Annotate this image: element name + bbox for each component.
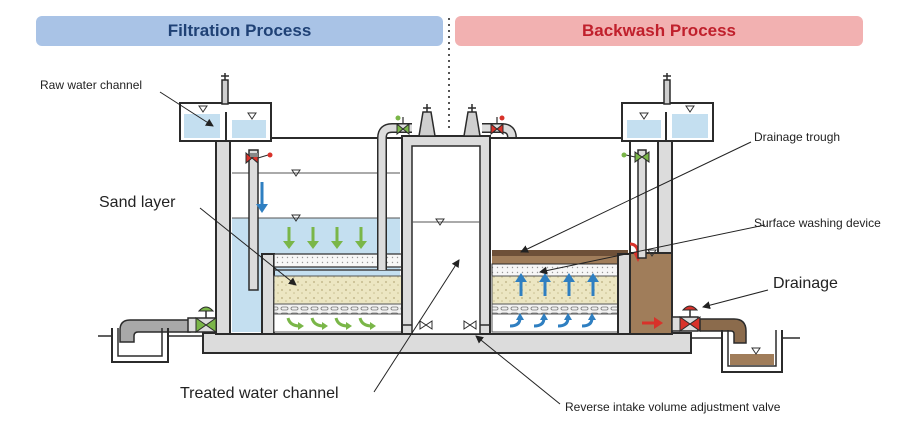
treated-water-channel-label: Treated water channel — [180, 385, 339, 402]
drainage-trough-label: Drainage trough — [754, 130, 841, 144]
filtration-process-banner: Filtration Process — [36, 16, 443, 46]
raw-water-channel-right — [621, 73, 714, 254]
inlet-pipe-outside-left — [119, 306, 217, 343]
pit-right — [690, 330, 800, 373]
raw-water-channel-label: Raw water channel — [40, 78, 143, 92]
surface-washing-device-label: Surface washing device — [754, 216, 881, 230]
raw-water-channel-left — [179, 73, 272, 335]
treated-water-channel — [401, 104, 491, 335]
filter-right — [489, 137, 673, 335]
sand-layer-label: Sand layer — [99, 194, 176, 211]
filtration-flow-arrows — [283, 227, 367, 249]
leader-lines — [159, 91, 769, 405]
inlet-pipe-right — [621, 149, 650, 259]
pit-left — [98, 328, 204, 363]
underdrain-flow-arrows — [286, 317, 376, 330]
base-slab — [202, 332, 692, 354]
drainage-label: Drainage — [773, 275, 838, 292]
inflow-arrow — [256, 182, 268, 213]
backwash-up-arrows — [515, 273, 599, 296]
inlet-pipe-left — [245, 149, 273, 291]
backwash-process-banner: Backwash Process — [455, 16, 863, 46]
reverse-intake-valve-label: Reverse intake volume adjustment valve — [565, 400, 781, 414]
backwash-inflow-arrows — [509, 313, 596, 328]
